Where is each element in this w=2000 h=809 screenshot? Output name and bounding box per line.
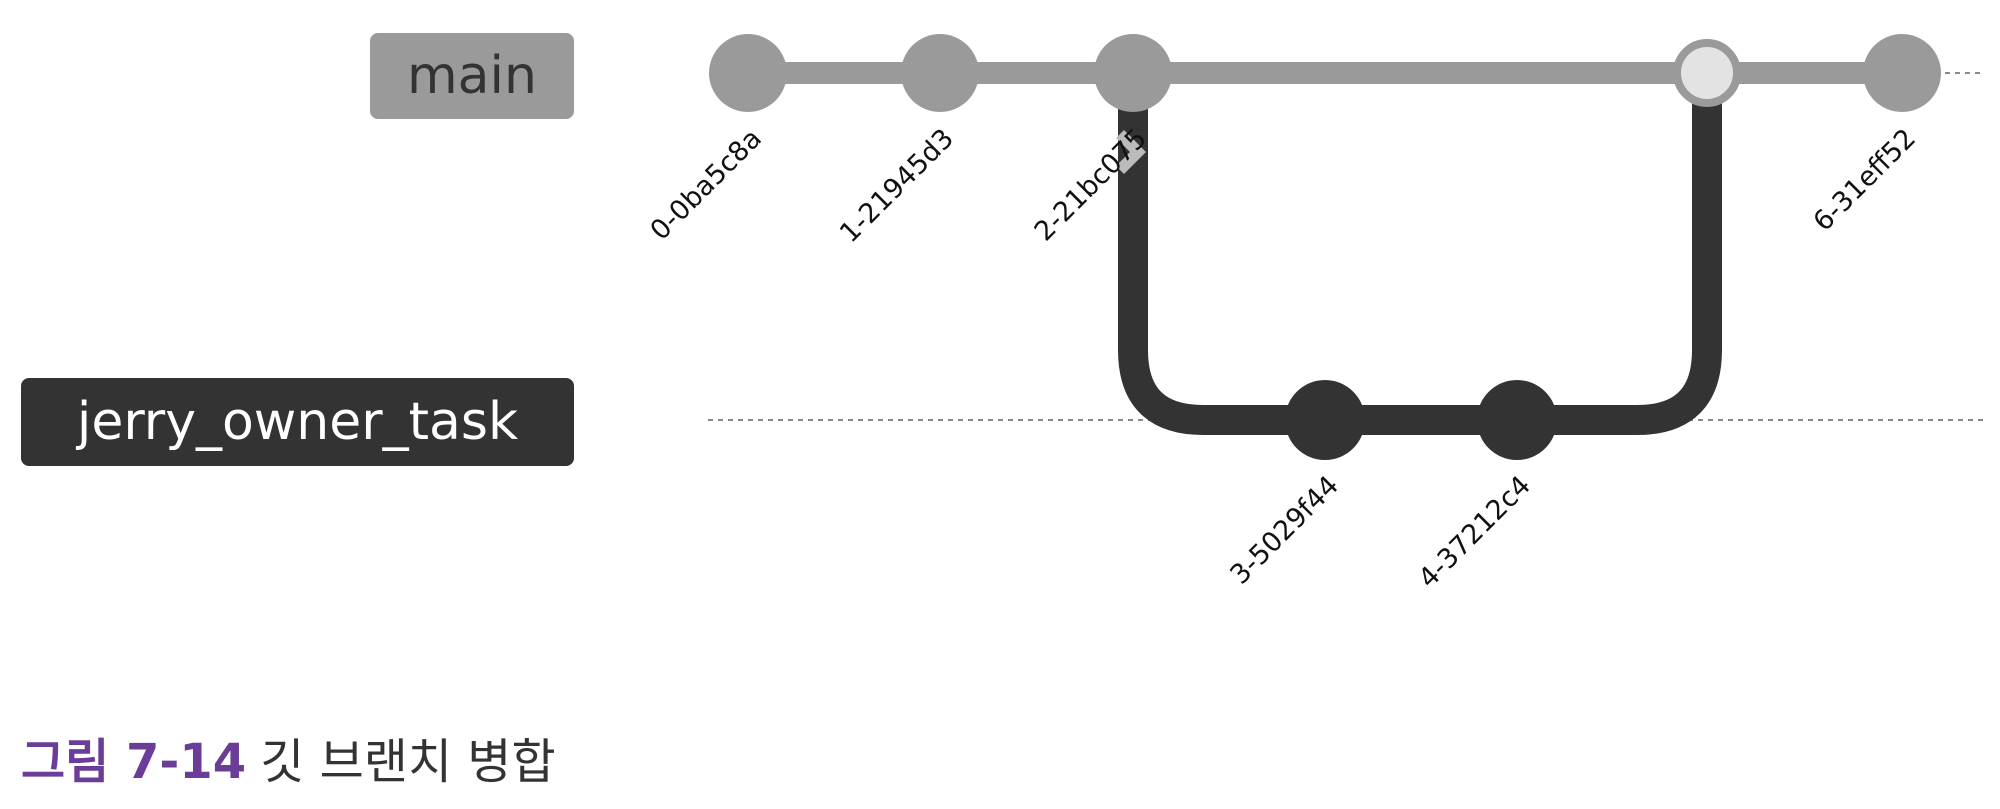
merge-commit-node[interactable]	[1673, 39, 1741, 107]
task-branch-line	[1118, 73, 1722, 435]
branch-arrow-icon	[1116, 130, 1146, 174]
commit-node[interactable]	[1094, 34, 1172, 112]
figure-title: 깃 브랜치 병합	[260, 734, 556, 790]
commit-node[interactable]	[709, 34, 787, 112]
commit-label: 3-5029f44	[1224, 470, 1345, 591]
commit-label: 6-31eff52	[1807, 123, 1921, 237]
figure-number: 그림 7-14	[21, 734, 247, 790]
commit-node[interactable]	[1477, 380, 1557, 460]
commit-node[interactable]	[1863, 34, 1941, 112]
commit-node[interactable]	[1285, 380, 1365, 460]
commit-node[interactable]	[901, 34, 979, 112]
commit-label: 4-37212c4	[1413, 470, 1537, 594]
commit-label: 0-0ba5c8a	[645, 123, 768, 246]
branch-label-main[interactable]: main	[370, 33, 574, 119]
commit-label: 1-21945d3	[834, 123, 960, 249]
branch-label-jerry-owner-task[interactable]: jerry_owner_task	[21, 378, 574, 466]
git-branch-graph: 0-0ba5c8a 1-21945d3 2-21bc075 3-5029f44 …	[645, 34, 1985, 594]
